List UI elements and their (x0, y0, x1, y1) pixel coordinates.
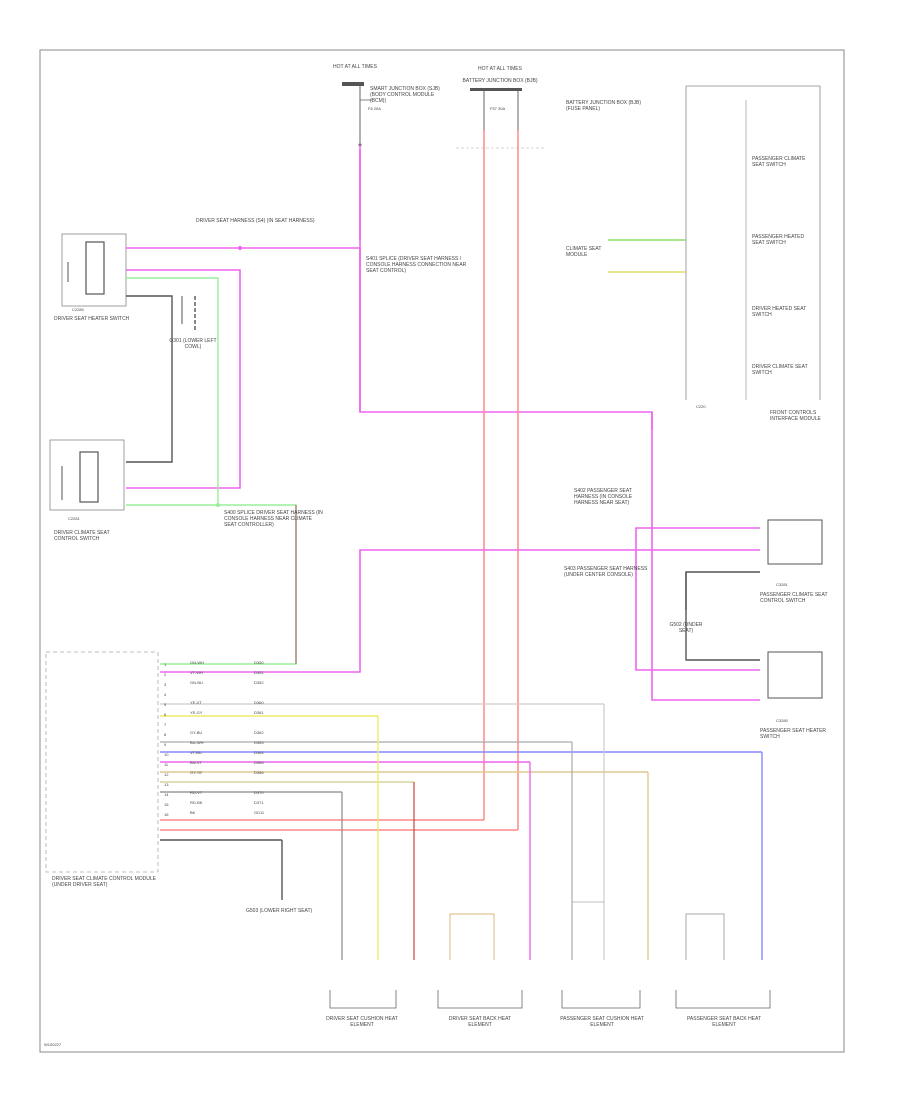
module-pin-number: 11 (164, 762, 169, 767)
module-pin-color: RD-BK (190, 800, 203, 805)
right-panel-item-1: PASSENGER CLIMATE SEAT SWITCH (752, 156, 806, 168)
module-pin-number: 8 (164, 732, 167, 737)
module-pin-circuit: GD11 (254, 810, 265, 815)
module-pin-color: GY-BU (190, 730, 203, 735)
bottom-component-outlines (329, 990, 771, 1009)
bottom-component-3: PASSENGER SEAT CUSHION HEAT ELEMENT (560, 1016, 644, 1028)
splice-mid-left-label: S400 SPLICE DRIVER SEAT HARNESS (IN CONS… (224, 510, 323, 528)
top-fuse-left (342, 82, 372, 147)
module-pin-number: 10 (164, 752, 169, 757)
right-switch-bottom-code: C3280 (776, 718, 788, 723)
right-ground-label: G502 (UNDER SEAT) (669, 622, 703, 634)
module-pin-number: 5 (164, 702, 167, 707)
left-switch-top (61, 233, 127, 307)
left-switch-bottom (49, 439, 125, 511)
module-ground-label: G503 (LOWER RIGHT SEAT) (246, 908, 313, 914)
splice-top-label: DRIVER SEAT HARNESS (S4) (IN SEAT HARNES… (196, 218, 315, 224)
right-panel-item-2: PASSENGER HEATED SEAT SWITCH (752, 234, 805, 246)
module-pin-circuit: D360 (254, 700, 264, 705)
module-pin-number: 3 (164, 682, 167, 687)
left-ground-label: G301 (LOWER LEFT COWL) (169, 338, 217, 350)
splice-lower-right-label: S403 PASSENGER SEAT HARNESS (UNDER CENTE… (564, 566, 648, 578)
bottom-component-4: PASSENGER SEAT BACK HEAT ELEMENT (686, 1016, 762, 1028)
right-panel-item-4: DRIVER CLIMATE SEAT SWITCH (752, 364, 808, 376)
module-pin-number: 16 (164, 812, 169, 817)
top-right-feed-label: HOT AT ALL TIMES (478, 66, 522, 72)
right-panel-box (685, 85, 821, 400)
right-panel-caption: FRONT CONTROLS INTERFACE MODULE (770, 410, 821, 422)
top-left-fuse: F8 20A (368, 106, 381, 111)
bottom-component-1: DRIVER SEAT CUSHION HEAT ELEMENT (326, 1016, 398, 1028)
right-switch-top (767, 519, 823, 565)
top-left-fuse-note: SMART JUNCTION BOX (SJB) (BODY CONTROL M… (370, 86, 440, 104)
module-pin-circuit: D351 (254, 670, 264, 675)
module-pin-number: 12 (164, 772, 169, 777)
right-panel-connector: C220 (696, 404, 706, 409)
left-switch-top-name: DRIVER SEAT HEATER SWITCH (54, 316, 130, 322)
footer-code: W100227 (44, 1042, 62, 1047)
bottom-component-2: DRIVER SEAT BACK HEAT ELEMENT (448, 1016, 512, 1028)
module-pin-color: GN-WH (190, 660, 204, 665)
splice-center-label: S401 SPLICE (DRIVER SEAT HARNESS / CONSO… (366, 256, 467, 274)
module-pin-color: GY-YE (190, 770, 203, 775)
top-fuse-right (456, 88, 546, 149)
right-switch-bottom (767, 651, 823, 699)
left-switch-bottom-name: DRIVER CLIMATE SEAT CONTROL SWITCH (54, 530, 110, 542)
right-switch-top-code: C3281 (776, 582, 788, 587)
module-pin-color: VT-WH (190, 670, 203, 675)
module-pin-circuit: D362 (254, 730, 264, 735)
module-box (45, 651, 159, 873)
splice-mid-right-label: S402 PASSENGER SEAT HARNESS (IN CONSOLE … (574, 488, 633, 506)
module-pin-number: 1 (164, 662, 167, 667)
right-switch-top-name: PASSENGER CLIMATE SEAT CONTROL SWITCH (760, 592, 828, 604)
module-pin-circuit: D363 (254, 740, 264, 745)
module-pin-circuit: D371 (254, 800, 264, 805)
climate-module-label: CLIMATE SEAT MODULE (566, 246, 602, 258)
module-pin-number: 9 (164, 742, 167, 747)
module-pin-circuit: D364 (254, 750, 264, 755)
module-pin-circuit: D350 (254, 660, 264, 665)
module-name: DRIVER SEAT CLIMATE CONTROL MODULE (UNDE… (52, 876, 156, 888)
module-pin-color: RD-VT (190, 790, 203, 795)
module-pin-number: 14 (164, 792, 169, 797)
diagram-border (39, 49, 845, 1053)
module-pin-color: BK (190, 810, 196, 815)
top-right-fuse-note: BATTERY JUNCTION BOX (BJB) (FUSE PANEL) (566, 100, 642, 112)
left-switch-bottom-code: C2281 (68, 516, 80, 521)
module-pin-color: BU-WH (190, 740, 204, 745)
module-pin-number: 6 (164, 712, 167, 717)
top-right-hot-in-run: BATTERY JUNCTION BOX (BJB) (462, 78, 538, 84)
left-switch-top-code: C2280 (72, 307, 84, 312)
top-left-feed-label: HOT AT ALL TIMES (333, 64, 377, 70)
module-pin-circuit: D361 (254, 710, 264, 715)
module-pin-number: 15 (164, 802, 169, 807)
module-pin-color: YE-GY (190, 710, 203, 715)
module-pin-color: YE-VT (190, 700, 202, 705)
right-switch-bottom-name: PASSENGER SEAT HEATER SWITCH (760, 728, 827, 740)
module-pin-number: 7 (164, 722, 167, 727)
module-pin-color: VT-BU (190, 750, 202, 755)
right-panel-item-3: DRIVER HEATED SEAT SWITCH (752, 306, 807, 318)
module-pin-color: BN-VT (190, 760, 202, 765)
module-pin-number: 13 (164, 782, 169, 787)
module-pin-number: 4 (164, 692, 167, 697)
module-pin-circuit: D370 (254, 790, 264, 795)
module-pin-circuit: D365 (254, 760, 264, 765)
module-pin-number: 2 (164, 672, 167, 677)
module-pin-circuit: D352 (254, 680, 264, 685)
top-right-fuse: F57 30A (490, 106, 506, 111)
module-pin-color: GN-BU (190, 680, 203, 685)
module-pin-circuit: D366 (254, 770, 264, 775)
